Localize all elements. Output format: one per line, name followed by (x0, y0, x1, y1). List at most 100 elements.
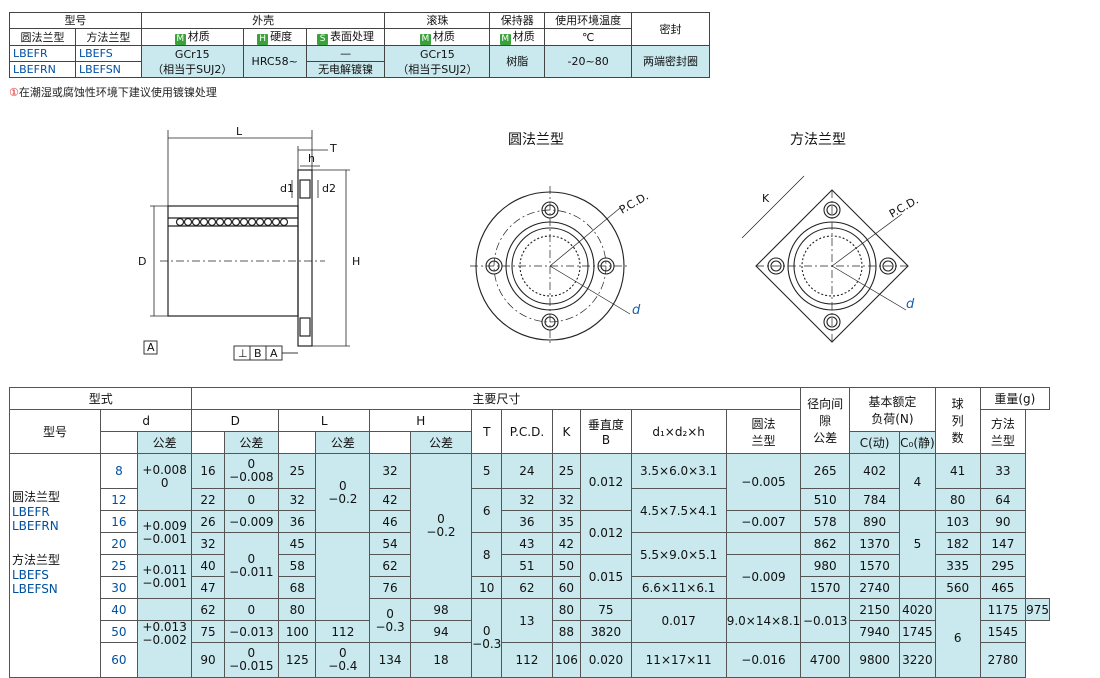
th-type: 型式 (8, 387, 193, 410)
th-H-tol: 公差 (409, 431, 473, 454)
w-square-cell: 33 (979, 453, 1027, 489)
K-cell: 60 (551, 576, 582, 599)
C-cell: 1570 (800, 576, 851, 599)
flange-profile (297, 169, 313, 347)
C-cell: 862 (800, 532, 851, 555)
value: 0 (247, 551, 256, 566)
T-cell: 10 (471, 576, 503, 599)
pcd-cell: 32 (501, 488, 553, 511)
model-cell: 圆法兰型 LBEFR LBEFRN 方法兰型 LBEFS LBEFSN (9, 453, 101, 678)
value: +0.011 (142, 562, 187, 577)
w-square-cell: 147 (979, 532, 1027, 555)
value: 0 (339, 479, 347, 493)
D-cell: 32 (191, 532, 225, 555)
d-cell: 30 (99, 576, 138, 599)
K-cell: 88 (551, 620, 582, 643)
th-w-round: 圆法兰型 (725, 409, 802, 454)
C0-cell: 4020 (899, 598, 936, 621)
d-cell: 20 (99, 532, 138, 555)
th-D-tol: 公差 (223, 431, 280, 454)
label: 径向间隙 (807, 397, 844, 428)
pcd-cell: 62 (501, 576, 553, 599)
dim-H: H (352, 255, 360, 268)
w-round-cell: 1745 (899, 620, 936, 643)
material-badge-icon: M (419, 34, 431, 45)
value: −0.3 (472, 637, 502, 651)
D-tol-d2: −0.013 (223, 620, 280, 643)
value: +0.008 (142, 463, 187, 477)
value: −0.001 (142, 531, 187, 546)
L-tol-blank (315, 532, 371, 621)
square-view-title: 方法兰型 (790, 132, 846, 148)
D-cell: 22 (191, 488, 225, 511)
D-cell: 26 (191, 510, 225, 533)
w-square-cell: 64 (979, 488, 1027, 511)
mat-seal: 两端密封圈 (631, 45, 710, 78)
d-tol-b: +0.009−0.001 (136, 510, 193, 555)
mat-h-temp-unit: ℃ (544, 28, 633, 46)
th-model: 型号 (9, 409, 101, 454)
w-square-cell: 465 (979, 576, 1027, 599)
w-round-cell: 1175 (979, 598, 1027, 621)
model-round-2: LBEFRN (12, 519, 59, 533)
D-cell: 16 (191, 453, 225, 489)
L-tol-a: 0−0.2 (315, 453, 371, 533)
d-cell: 40 (99, 598, 138, 621)
w-round-cell: 80 (934, 488, 981, 511)
K-cell: 25 (551, 453, 582, 489)
th-C: C(动) (849, 431, 901, 454)
value: −0.015 (229, 659, 274, 673)
C-cell: 3820 (580, 620, 632, 643)
round-d-label: d (632, 303, 641, 318)
L-cell: 32 (278, 488, 317, 511)
mat-r1-square: LBEFS (74, 45, 142, 62)
value: −0.001 (142, 575, 187, 590)
d-cell: 8 (99, 453, 138, 489)
C0-cell: 2740 (849, 576, 901, 599)
C0-cell: 784 (849, 488, 901, 511)
perpendicularity-frame (233, 345, 298, 361)
model-round-label: 圆法兰型 (12, 490, 61, 504)
value: −0.011 (229, 564, 274, 579)
note-text: 在潮湿或腐蚀性环境下建议使用镀镍处理 (18, 86, 217, 99)
model-square-label: 方法兰型 (12, 553, 61, 567)
label: 硬度 (270, 30, 293, 43)
th-radial: 径向间隙公差 (800, 387, 851, 454)
H-cell: 42 (369, 488, 411, 511)
d-cell: 16 (99, 510, 138, 533)
mat-retainer: 树脂 (489, 45, 546, 78)
value: 0 (339, 646, 347, 660)
D-cell: 40 (191, 554, 225, 577)
L-tol-b: 0−0.3 (369, 598, 411, 643)
round-pcd-label: P.C.D. (617, 190, 651, 217)
mat-temp: -20~80 (544, 45, 633, 78)
D-tol-d1: 0 (223, 598, 280, 621)
T-cell: 13 (501, 598, 553, 643)
L-cell: 68 (278, 576, 317, 599)
square-d-label: d (906, 297, 915, 312)
pcd-cell: 43 (501, 532, 553, 555)
dim-d2: d2 (322, 182, 336, 195)
D-tol-b1: 0 (223, 488, 280, 511)
th-H-blank (369, 431, 411, 454)
mat-h-round: 圆法兰型 (9, 28, 76, 46)
L-cell: 80 (278, 598, 317, 621)
pcd-cell: 51 (501, 554, 553, 577)
dimension-table: 型式 主要尺寸 径向间隙公差 基本额定负荷(N) 球列数 重量(g) 型号 d … (8, 387, 1051, 678)
dim-T: T (329, 142, 337, 155)
mat-hardness: HRC58~ (242, 45, 307, 78)
T-cell: 8 (471, 532, 503, 577)
w-round-cell: 41 (934, 453, 981, 489)
d1d2h-e: 9.0×14×8.1 (725, 598, 802, 643)
mat-r1-round: LBEFR (9, 45, 76, 62)
radial-d: −0.013 (800, 598, 851, 643)
radial-b: −0.007 (725, 510, 802, 533)
radial-a: −0.005 (725, 453, 802, 511)
value: 0 (160, 476, 169, 490)
balls-a: 4 (899, 453, 936, 511)
mat-surface-r1: — (305, 45, 386, 62)
